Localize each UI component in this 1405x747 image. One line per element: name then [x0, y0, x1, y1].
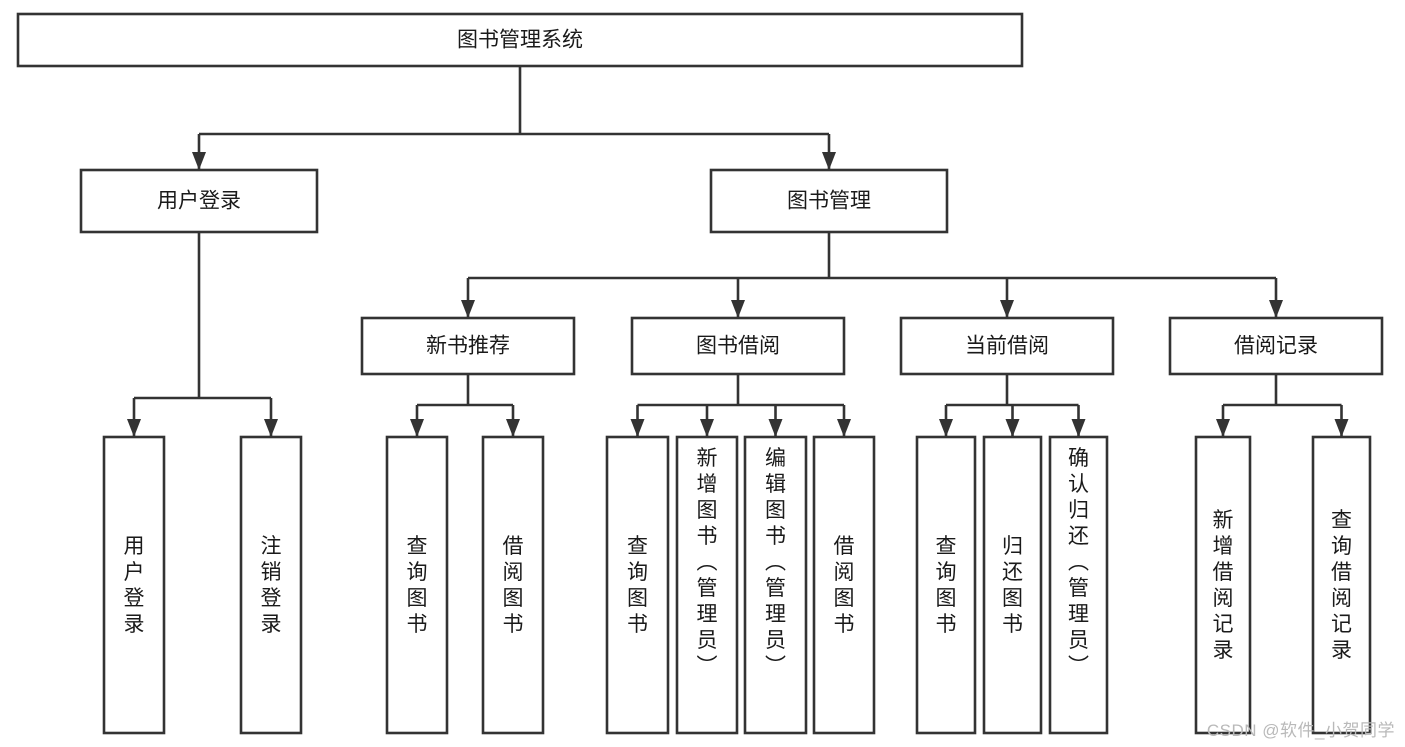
edge-group-book-manage: [461, 232, 1283, 318]
node-box-leaf-query-book-3: [915, 435, 977, 735]
edge-group-new-book-rec: [410, 374, 520, 437]
node-box-leaf-add-book: [675, 435, 739, 735]
node-box-new-book-rec: [360, 316, 576, 376]
node-box-leaf-edit-book: [743, 435, 808, 735]
node-label-leaf-query-book-3: 查询图书: [936, 535, 957, 636]
node-label-leaf-confirm-return: 确认归还︵管理员︶: [1068, 447, 1089, 678]
arrow-head-icon: [1005, 419, 1020, 437]
node-current-borrow[interactable]: 当前借阅: [899, 316, 1115, 376]
node-user-login[interactable]: 用户登录: [79, 168, 319, 234]
connector-layer: [127, 66, 1349, 437]
arrow-head-icon: [127, 419, 141, 437]
node-leaf-borrow-book-2[interactable]: 借阅图书: [812, 435, 876, 735]
edge-group-current-borrow: [939, 374, 1086, 437]
arrow-head-icon: [700, 419, 714, 437]
arrow-head-icon: [264, 419, 278, 437]
node-label-leaf-add-book: 新增图书︵管理员︶: [697, 447, 718, 678]
node-leaf-query-record[interactable]: 查询借阅记录: [1311, 435, 1372, 735]
arrow-head-icon: [1000, 300, 1014, 318]
node-label-leaf-logout: 注销登录: [261, 535, 282, 636]
node-label-leaf-borrow-book-2: 借阅图书: [834, 535, 855, 636]
edge-group-user-login: [127, 232, 278, 437]
node-label-leaf-add-record: 新增借阅记录: [1213, 509, 1234, 662]
node-box-leaf-add-record: [1194, 435, 1252, 735]
node-leaf-add-book[interactable]: 新增图书︵管理员︶: [675, 435, 739, 735]
node-box-current-borrow: [899, 316, 1115, 376]
arrow-head-icon: [630, 419, 645, 437]
node-label-borrow-record: 借阅记录: [1234, 335, 1318, 358]
arrow-head-icon: [410, 419, 424, 437]
node-label-leaf-borrow-book-1: 借阅图书: [503, 535, 524, 636]
edge-group-borrow-record: [1216, 374, 1349, 437]
node-leaf-user-login[interactable]: 用户登录: [102, 435, 166, 735]
node-layer: 图书管理系统用户登录图书管理新书推荐图书借阅当前借阅借阅记录用户登录注销登录查询…: [16, 12, 1384, 735]
node-label-leaf-return-book: 归还图书: [1002, 535, 1023, 636]
node-borrow-record[interactable]: 借阅记录: [1168, 316, 1384, 376]
arrow-head-icon: [837, 419, 851, 437]
node-label-current-borrow: 当前借阅: [965, 335, 1049, 358]
node-leaf-confirm-return[interactable]: 确认归还︵管理员︶: [1048, 435, 1109, 735]
node-book-borrow[interactable]: 图书借阅: [630, 316, 846, 376]
node-label-leaf-query-book-2: 查询图书: [627, 535, 648, 636]
node-box-leaf-borrow-book-1: [481, 435, 545, 735]
node-box-leaf-return-book: [982, 435, 1043, 735]
node-leaf-borrow-book-1[interactable]: 借阅图书: [481, 435, 545, 735]
node-label-book-manage: 图书管理: [787, 190, 871, 213]
node-box-leaf-user-login: [102, 435, 166, 735]
node-box-leaf-query-book-1: [385, 435, 449, 735]
node-label-leaf-user-login: 用户登录: [124, 535, 145, 636]
node-box-leaf-logout: [239, 435, 303, 735]
node-box-leaf-borrow-book-2: [812, 435, 876, 735]
node-box-user-login: [79, 168, 319, 234]
node-leaf-logout[interactable]: 注销登录: [239, 435, 303, 735]
node-box-book-manage: [709, 168, 949, 234]
arrow-head-icon: [192, 152, 206, 170]
arrow-head-icon: [506, 419, 520, 437]
node-label-leaf-query-book-1: 查询图书: [407, 535, 428, 636]
node-label-book-borrow: 图书借阅: [696, 335, 780, 358]
node-label-new-book-rec: 新书推荐: [426, 335, 510, 358]
arrow-head-icon: [1216, 419, 1230, 437]
arrow-head-icon: [461, 300, 475, 318]
node-root[interactable]: 图书管理系统: [16, 12, 1024, 68]
node-leaf-return-book[interactable]: 归还图书: [982, 435, 1043, 735]
node-box-borrow-record: [1168, 316, 1384, 376]
node-leaf-query-book-2[interactable]: 查询图书: [605, 435, 670, 735]
node-leaf-query-book-3[interactable]: 查询图书: [915, 435, 977, 735]
node-label-root: 图书管理系统: [457, 29, 583, 52]
node-box-leaf-query-book-2: [605, 435, 670, 735]
watermark-label: CSDN @软件_小贺同学: [1206, 721, 1395, 740]
node-label-leaf-query-record: 查询借阅记录: [1331, 509, 1352, 662]
arrow-head-icon: [1334, 419, 1349, 437]
arrow-head-icon: [768, 419, 783, 437]
node-leaf-add-record[interactable]: 新增借阅记录: [1194, 435, 1252, 735]
edge-group-book-borrow: [630, 374, 851, 437]
arrow-head-icon: [822, 152, 836, 170]
node-book-manage[interactable]: 图书管理: [709, 168, 949, 234]
node-label-user-login: 用户登录: [157, 190, 241, 213]
arrow-head-icon: [939, 419, 953, 437]
node-leaf-query-book-1[interactable]: 查询图书: [385, 435, 449, 735]
node-leaf-edit-book[interactable]: 编辑图书︵管理员︶: [743, 435, 808, 735]
arrow-head-icon: [1269, 300, 1283, 318]
node-label-leaf-edit-book: 编辑图书︵管理员︶: [765, 447, 786, 678]
arrow-head-icon: [731, 300, 745, 318]
node-box-leaf-query-record: [1311, 435, 1372, 735]
node-new-book-rec[interactable]: 新书推荐: [360, 316, 576, 376]
node-box-root: [16, 12, 1024, 68]
arrow-head-icon: [1071, 419, 1086, 437]
edge-group-root: [192, 66, 836, 170]
node-box-leaf-confirm-return: [1048, 435, 1109, 735]
node-box-book-borrow: [630, 316, 846, 376]
